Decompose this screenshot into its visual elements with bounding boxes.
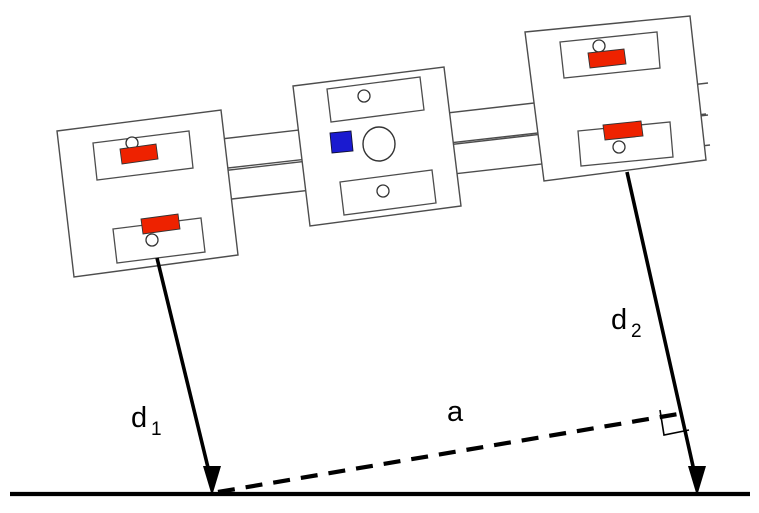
- a-dashed-line: [217, 410, 685, 495]
- center-frame-upper-hole-icon: [357, 89, 371, 103]
- label-d1: d 1: [131, 402, 162, 440]
- label-a-base: a: [447, 396, 464, 428]
- label-d1-base: d: [131, 402, 147, 434]
- right-frame-upper-hole-icon: [592, 39, 606, 53]
- center-frame-upper-plate: [326, 76, 425, 123]
- center-frame-hub-icon: [362, 126, 396, 162]
- d2-measurement: [625, 171, 706, 496]
- label-d1-subscript: 1: [151, 419, 162, 440]
- left-frame[interactable]: [56, 109, 239, 278]
- d2-arrowhead-icon: [688, 466, 706, 496]
- d1-measurement-line: [155, 257, 214, 485]
- d2-measurement-line: [625, 171, 699, 485]
- right-frame-upper-red-block: [587, 48, 627, 69]
- right-frame[interactable]: [524, 15, 707, 182]
- left-frame-lower-hole-icon: [145, 233, 159, 247]
- center-frame-blue-block: [329, 130, 354, 154]
- center-frame[interactable]: [292, 66, 462, 227]
- label-d2-base: d: [611, 304, 627, 336]
- label-d2-subscript: 2: [631, 321, 642, 342]
- d1-measurement: [155, 257, 221, 496]
- right-angle-marker-icon: [659, 409, 690, 436]
- right-frame-lower-hole-icon: [612, 140, 626, 154]
- left-frame-upper-red-block: [119, 143, 159, 165]
- label-a: a: [447, 396, 464, 428]
- left-frame-lower-red-block: [140, 213, 181, 235]
- label-d2: d 2: [611, 304, 642, 342]
- center-frame-lower-hole-icon: [376, 184, 390, 198]
- right-frame-lower-red-block: [602, 120, 644, 141]
- d1-arrowhead-icon: [203, 466, 221, 496]
